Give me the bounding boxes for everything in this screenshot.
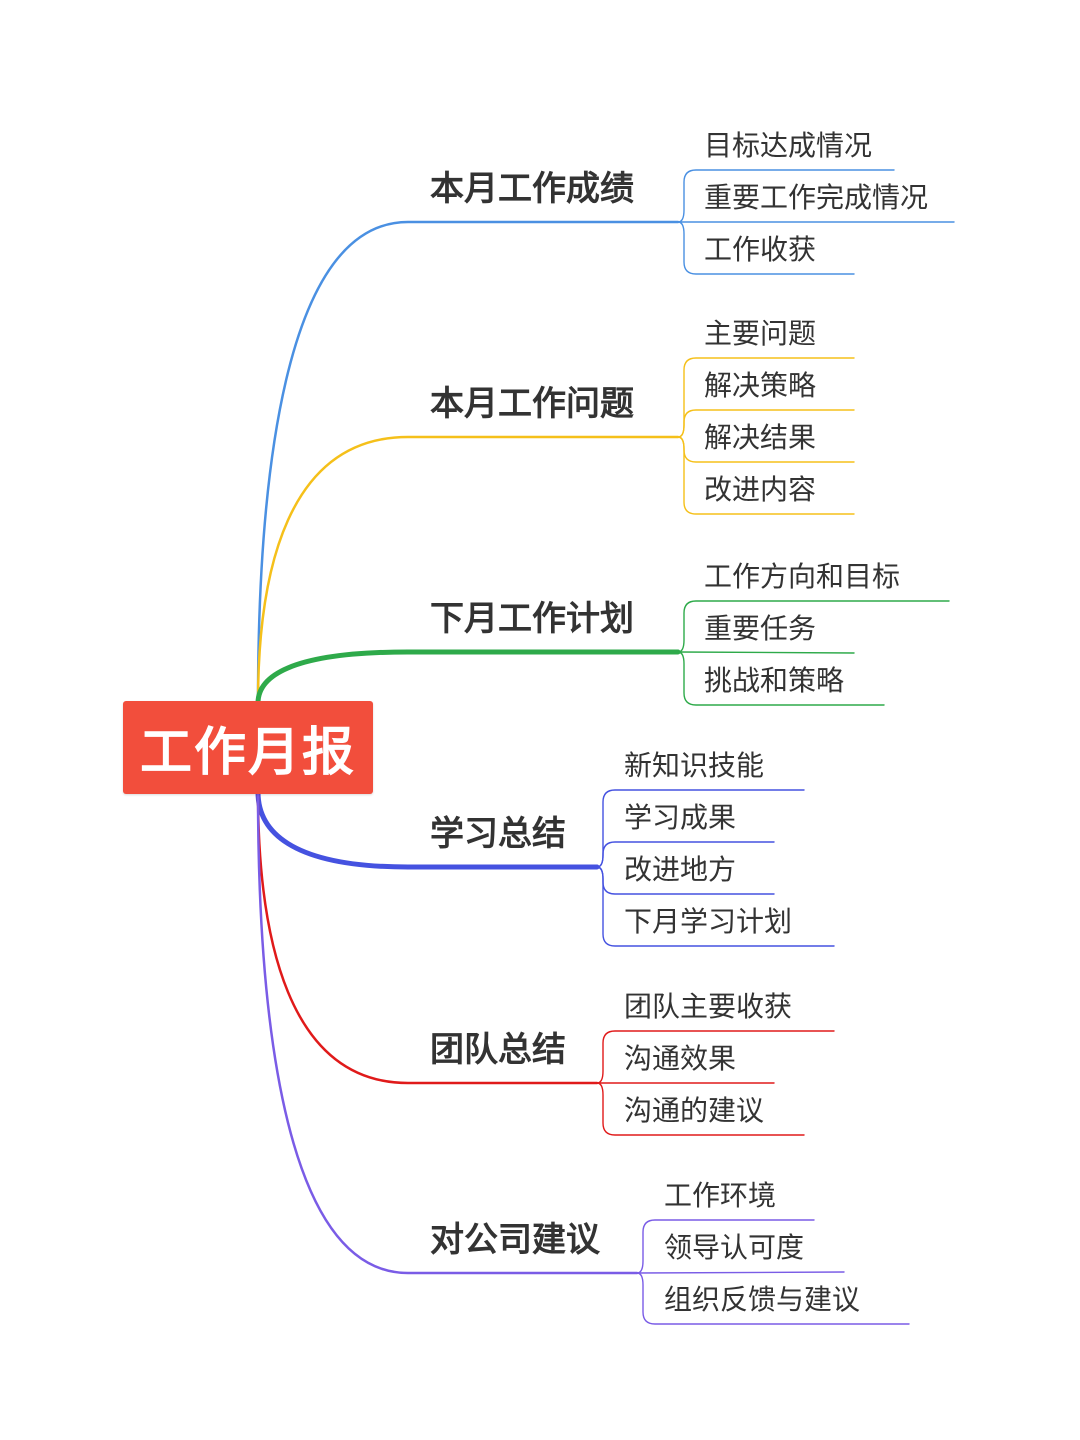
leaf-label-2-1[interactable]: 主要问题	[704, 317, 817, 350]
leaf-label-4-4[interactable]: 下月学习计划	[624, 905, 793, 938]
leaf-label-2-2[interactable]: 解决策略	[704, 369, 817, 402]
root-node-label: 工作月报	[139, 723, 356, 783]
branch-connector-6	[256, 790, 639, 1275]
leaf-connector-1-3	[677, 221, 855, 275]
leaf-connector-2-4	[677, 436, 855, 515]
leaf-label-5-3[interactable]: 沟通的建议	[624, 1094, 765, 1127]
leaf-label-4-3[interactable]: 改进地方	[624, 853, 737, 886]
leaf-connector-1-1	[677, 169, 895, 223]
leaf-connector-4-4	[596, 866, 835, 947]
branch-connector-3	[255, 649, 681, 706]
leaf-connector-6-2	[636, 1271, 845, 1274]
root-node[interactable]: 工作月报	[123, 701, 373, 794]
leaf-connector-6-3	[636, 1272, 910, 1325]
leaf-connector-3-2	[677, 651, 855, 654]
branch-connector-1	[256, 220, 680, 705]
leaf-label-2-4[interactable]: 改进内容	[704, 473, 817, 506]
leaf-label-1-1[interactable]: 目标达成情况	[704, 129, 873, 162]
leaf-connector-6-1	[636, 1219, 815, 1274]
leaf-label-4-1[interactable]: 新知识技能	[624, 749, 765, 782]
leaf-label-5-2[interactable]: 沟通效果	[624, 1042, 737, 1075]
leaf-connector-3-1	[677, 600, 950, 653]
leaf-label-3-2[interactable]: 重要任务	[704, 612, 817, 645]
branch-label-1[interactable]: 本月工作成绩	[430, 169, 634, 209]
leaf-connector-5-3	[596, 1082, 805, 1136]
leaf-label-3-1[interactable]: 工作方向和目标	[704, 560, 901, 593]
branch-connector-4	[255, 789, 600, 870]
branch-label-6[interactable]: 对公司建议	[430, 1220, 600, 1260]
leaf-label-1-2[interactable]: 重要工作完成情况	[704, 181, 929, 214]
leaf-label-6-1[interactable]: 工作环境	[664, 1179, 777, 1212]
branch-label-2[interactable]: 本月工作问题	[430, 384, 634, 424]
leaf-label-2-3[interactable]: 解决结果	[704, 421, 817, 454]
branch-connector-2	[256, 435, 680, 705]
branch-label-5[interactable]: 团队总结	[430, 1030, 566, 1070]
leaf-connector-2-2	[677, 409, 855, 438]
branch-label-3[interactable]: 下月工作计划	[430, 599, 634, 639]
leaf-label-3-3[interactable]: 挑战和策略	[704, 664, 845, 697]
leaf-connector-3-3	[677, 651, 885, 706]
leaf-label-6-2[interactable]: 领导认可度	[664, 1231, 805, 1264]
branch-label-4[interactable]: 学习总结	[430, 814, 566, 854]
leaf-connector-4-2	[596, 841, 775, 868]
leaf-label-1-3[interactable]: 工作收获	[704, 233, 817, 266]
leaf-label-5-1[interactable]: 团队主要收获	[624, 990, 793, 1023]
leaf-label-4-2[interactable]: 学习成果	[624, 801, 737, 834]
leaf-label-6-3[interactable]: 组织反馈与建议	[664, 1283, 861, 1316]
leaf-connector-5-1	[596, 1030, 835, 1084]
branch-connector-5	[256, 790, 599, 1085]
